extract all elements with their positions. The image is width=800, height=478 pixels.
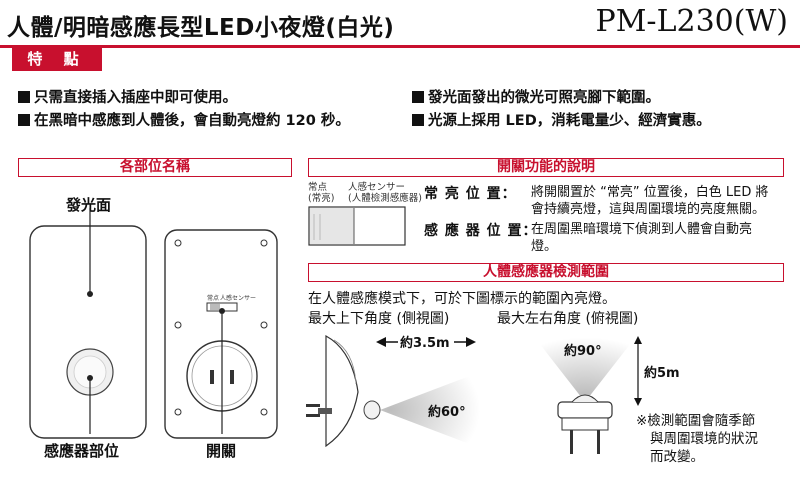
plate-label-1: 常点 bbox=[207, 294, 219, 302]
switch-item-desc-1: 將開關置於 “常亮” 位置後，白色 LED 將 會持續亮燈，這與周圍環境的亮度無… bbox=[531, 185, 769, 217]
feature-item-4: 光源上採用 LED，消耗電量少、經濟實惠。 bbox=[412, 109, 711, 130]
top-device bbox=[557, 401, 613, 419]
bullet-square-icon bbox=[18, 114, 30, 126]
parts-diagram: 常点 人感センサー bbox=[29, 208, 278, 439]
top-view-diagram: 約90° 約5m bbox=[532, 334, 680, 454]
switch-item-label-2: 感 應 器 位 置： bbox=[424, 223, 538, 239]
side-view-diagram: 約3.5m 約60° bbox=[306, 334, 480, 448]
page-title: 人體/明暗感應長型LED小夜燈(白光) bbox=[7, 15, 395, 41]
detection-header: 人體感應器檢測範圍 bbox=[308, 263, 784, 282]
features-tag: 特 點 bbox=[12, 48, 102, 71]
switch-item-desc-2: 在周圍黑暗環境下偵測到人體會自動亮 燈。 bbox=[531, 222, 753, 254]
label-sensor: 感應器部位 bbox=[44, 442, 120, 460]
feature-item-2: 在黑暗中感應到人體後，會自動亮燈約 120 秒。 bbox=[18, 109, 350, 130]
top-distance-label: 約5m bbox=[644, 365, 680, 381]
switch-function-header: 開關功能的說明 bbox=[308, 158, 784, 177]
parts-header: 各部位名稱 bbox=[18, 158, 292, 177]
feature-item-1: 只需直接插入插座中即可使用。 bbox=[18, 86, 237, 107]
plate-label-2: 人感センサー bbox=[220, 294, 256, 302]
top-angle-label: 約90° bbox=[564, 343, 602, 359]
header-rule bbox=[0, 45, 800, 48]
side-angle-label: 約60° bbox=[428, 404, 466, 420]
top-view-title: 最大左右角度 (俯視圖) bbox=[497, 311, 639, 327]
bullet-square-icon bbox=[18, 91, 30, 103]
feature-item-3: 發光面發出的微光可照亮腳下範圍。 bbox=[412, 86, 660, 107]
switch-item-label-1: 常 亮 位 置： bbox=[424, 186, 517, 202]
device-front bbox=[29, 225, 147, 439]
side-distance-label: 約3.5m bbox=[400, 335, 450, 351]
detection-note: ※檢測範圍會隨季節 與周圍環境的狀況 而改變。 bbox=[636, 413, 758, 465]
switch-jp-label-1: 常点 (常亮) bbox=[308, 182, 335, 204]
label-switch: 開關 bbox=[206, 442, 237, 460]
switch-illustration bbox=[308, 206, 406, 246]
bullet-square-icon bbox=[412, 91, 424, 103]
side-view-title: 最大上下角度 (側視圖) bbox=[308, 311, 450, 327]
plug-prong-left bbox=[210, 370, 214, 384]
plug-prong-right bbox=[230, 370, 234, 384]
side-detection-cone bbox=[380, 372, 480, 448]
side-device bbox=[325, 334, 359, 448]
detection-intro: 在人體感應模式下，可於下圖標示的範圍內亮燈。 bbox=[308, 291, 616, 307]
switch-jp-label-2: 人感センサー (人體檢測感應器) bbox=[348, 182, 422, 204]
label-light-surface: 發光面 bbox=[66, 196, 112, 214]
model-number: PM-L230(W) bbox=[595, 4, 788, 39]
top-detection-cone bbox=[532, 334, 638, 402]
bullet-square-icon bbox=[412, 114, 424, 126]
